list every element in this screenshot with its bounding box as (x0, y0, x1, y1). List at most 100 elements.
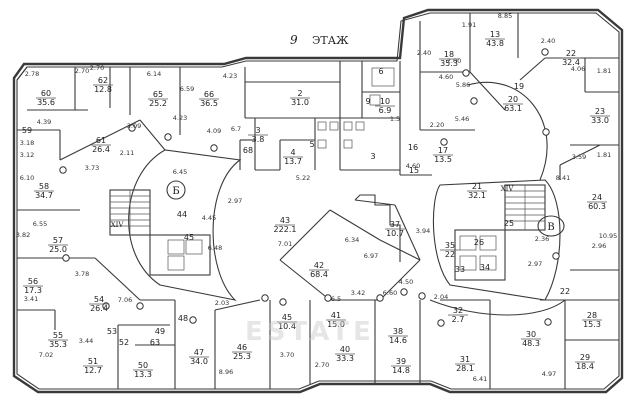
dimension-label: 6.10 (20, 174, 34, 182)
column-marker (164, 133, 172, 141)
room-number: 34 (480, 263, 490, 272)
room-number: 44 (177, 210, 187, 219)
room-number: 15 (409, 166, 419, 175)
outer-wall (12, 8, 624, 394)
room-number: 17 (438, 146, 448, 155)
room-number: 57 (53, 236, 63, 245)
dimension-label: 2.03 (215, 299, 229, 307)
dimension-label: 3.12 (20, 151, 34, 159)
dimension-label: 2.20 (430, 121, 444, 129)
dimension-label: 1.5 (390, 115, 400, 123)
dimension-label: 4.06 (571, 65, 585, 73)
dimension-label: 3.41 (24, 295, 38, 303)
dimension-label: 3.94 (416, 227, 430, 235)
dimension-label: 3.78 (75, 270, 89, 278)
room-number: 53 (107, 327, 117, 336)
dimension-label: 6.97 (364, 252, 378, 260)
dimension-label: 6.34 (345, 236, 359, 244)
room-number: 49 (155, 327, 165, 336)
room-number: 42 (314, 261, 324, 270)
room-number: 31 (460, 355, 470, 364)
dimension-label: 4.45 (202, 214, 216, 222)
column-marker (62, 254, 70, 262)
dimension-label: 3.18 (20, 139, 34, 147)
room-area: 3.8 (252, 135, 265, 144)
room-number: 38 (393, 327, 403, 336)
dimension-label: 5.46 (455, 115, 469, 123)
room-number: 33 (455, 265, 465, 274)
floor-label: ЭТАЖ (312, 34, 349, 47)
room-number: 41 (331, 311, 341, 320)
room-number: 52 (119, 338, 129, 347)
dimension-label: 2.70 (315, 361, 329, 369)
room-number: 65 (153, 90, 163, 99)
room-number: 35 (445, 241, 455, 250)
room-area: 14.6 (389, 336, 407, 345)
dimension-label: 8.85 (498, 12, 512, 20)
restroom-fixtures (317, 67, 395, 149)
dimension-label: 2.97 (528, 260, 542, 268)
floor-number: 9 (290, 33, 298, 47)
dimension-label: 7.02 (39, 351, 53, 359)
room-number: 3 (255, 126, 260, 135)
room-area: 26.4 (90, 304, 108, 313)
room-area: 15.0 (327, 320, 345, 329)
room-number: 2 (297, 89, 302, 98)
right-stair-marker: В (547, 222, 554, 233)
room-area: 32.4 (562, 58, 580, 67)
dimension-label: 4.97 (542, 370, 556, 378)
room-number: 48 (178, 314, 188, 323)
room-area: 13.3 (134, 370, 152, 379)
room-number: 20 (508, 95, 518, 104)
room-number: 62 (98, 76, 108, 85)
room-number: 24 (592, 193, 602, 202)
dimension-label: 1.81 (597, 151, 611, 159)
room-number: 54 (94, 295, 104, 304)
column-marker (189, 316, 197, 324)
room-area: 25.2 (149, 99, 167, 108)
room-number: 18 (444, 50, 454, 59)
room-number: 55 (53, 331, 63, 340)
room-area: 32.1 (468, 191, 486, 200)
room-labels: 6035.66212.86525.26636.5231.06106.991835… (22, 30, 610, 379)
dimension-label: 1.81 (597, 67, 611, 75)
room-number: 10 (380, 97, 390, 106)
room-area: 34.7 (35, 191, 53, 200)
dimension-label: 6.55 (33, 220, 47, 228)
column-marker (418, 292, 426, 300)
room-number: 13 (490, 30, 500, 39)
dimension-label: 3.70 (280, 351, 294, 359)
room-number: 66 (204, 90, 214, 99)
column-marker (400, 288, 408, 296)
room-number: 45 (184, 233, 194, 242)
room-area: 25.3 (233, 352, 251, 361)
dimension-label: 2.11 (120, 149, 134, 157)
room-area: 17.3 (24, 286, 42, 295)
room-number: 39 (396, 357, 406, 366)
room-number: 4 (290, 148, 295, 157)
room-area: 31.0 (291, 98, 309, 107)
column-marker (102, 302, 110, 310)
dimension-label: 3.42 (351, 289, 365, 297)
dimension-label: 4.23 (173, 114, 187, 122)
dimension-label: 7.01 (278, 240, 292, 248)
room-number: 19 (514, 82, 524, 91)
room-number: 23 (595, 107, 605, 116)
dimension-label: 4.23 (223, 72, 237, 80)
column-marker (470, 97, 478, 105)
dimension-label: 2.40 (541, 37, 555, 45)
dimension-label: 2.36 (535, 235, 549, 243)
watermark: ESTATE (245, 317, 375, 347)
dimension-label: 2.96 (592, 242, 606, 250)
room-number: 5 (309, 140, 314, 149)
room-area: 12.7 (84, 366, 102, 375)
column-marker (462, 69, 470, 77)
dimension-label: 6.59 (180, 85, 194, 93)
column-marker (261, 294, 269, 302)
room-area: 63.1 (504, 104, 522, 113)
room-area: 26.4 (92, 145, 110, 154)
room-area: 35.3 (49, 340, 67, 349)
column-marker (128, 124, 136, 132)
dimension-label: 3.73 (85, 164, 99, 172)
